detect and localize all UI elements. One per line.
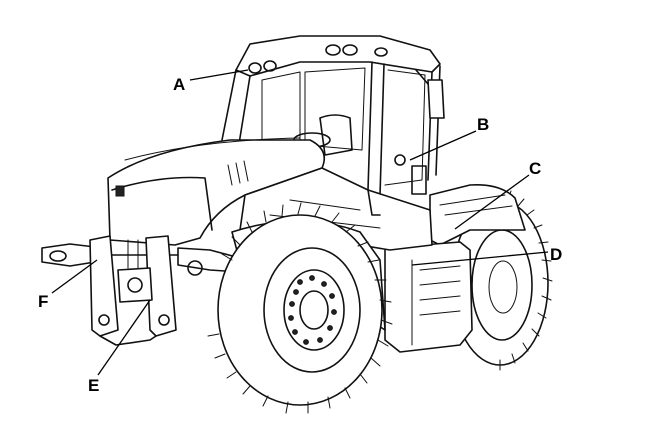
callout-f: F <box>38 292 48 311</box>
cab-frame <box>221 61 445 196</box>
callout-b: B <box>477 115 489 134</box>
callout-a: A <box>173 75 185 94</box>
callout-leaders <box>51 69 549 376</box>
callout-labels: A B C D E F <box>38 75 562 395</box>
leader-c <box>454 174 530 230</box>
leader-e <box>97 299 151 376</box>
leader-d <box>411 251 549 266</box>
cab-roof <box>235 35 441 77</box>
callout-e: E <box>88 376 99 395</box>
front-linkage <box>41 235 241 346</box>
fuel-tank <box>384 241 473 353</box>
leader-b <box>409 130 477 161</box>
tractor-illustration <box>41 35 553 414</box>
front-wheel <box>207 202 393 414</box>
leader-f <box>51 259 98 294</box>
callout-d: D <box>550 245 562 264</box>
callout-c: C <box>529 159 541 178</box>
leader-a <box>189 69 249 81</box>
